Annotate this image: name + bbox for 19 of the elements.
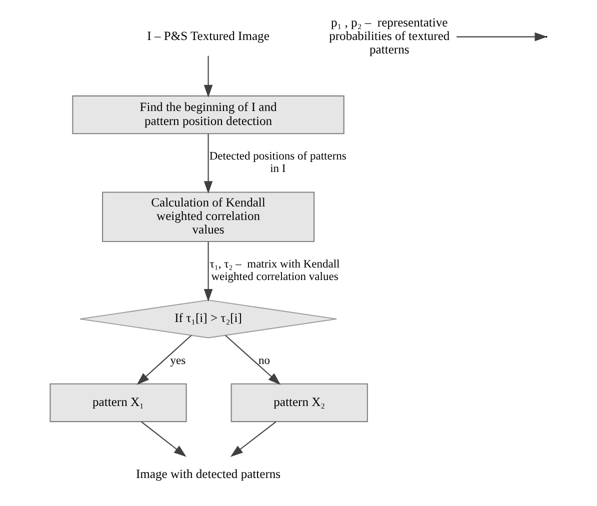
node-diamond: If τ₁[i] > τ₂[i] xyxy=(80,300,338,338)
arrow xyxy=(204,56,213,98)
edge-label: yes xyxy=(170,354,186,367)
arrow xyxy=(136,334,192,385)
node-box: pattern X₂ xyxy=(230,383,368,422)
edge-label: Detected positions of patterns in I xyxy=(209,150,346,176)
arrow xyxy=(204,242,213,302)
arrow xyxy=(230,421,276,457)
edge-label: no xyxy=(258,354,270,367)
edge-label: τ₁, τ₂ – matrix with Kendall weighted correlation values xyxy=(210,258,340,284)
node-box: Calculation of Kendall weighted correlation values xyxy=(102,192,315,242)
node-text: p₁ , p₂ – representative probabilities of textured patterns xyxy=(329,15,450,57)
arrow xyxy=(141,421,186,457)
arrow xyxy=(204,134,213,194)
node-text: Image with detected patterns xyxy=(136,467,281,482)
node-box: Find the beginning of I and pattern position detection xyxy=(72,95,344,134)
node-box: pattern X₁ xyxy=(50,383,187,422)
node-text: I – P&S Textured Image xyxy=(147,29,270,44)
arrow xyxy=(225,334,281,385)
